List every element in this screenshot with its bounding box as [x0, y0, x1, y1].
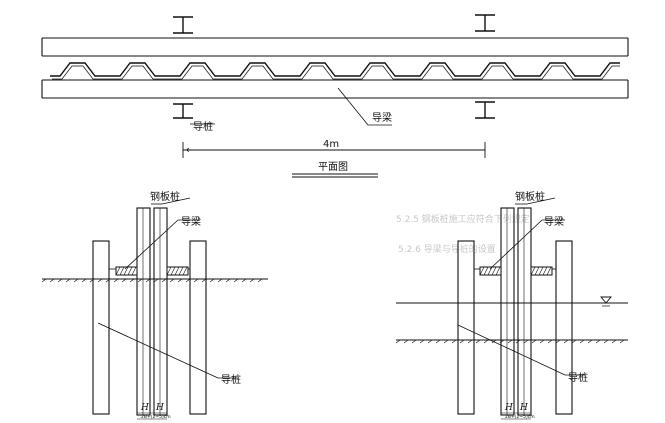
- guide-beam-section: [109, 266, 190, 276]
- guide-beam-section: [474, 266, 556, 276]
- sheet-pile-profile-inner: [52, 65, 620, 80]
- right-sheet-pile-label: 钢板桩: [515, 190, 545, 203]
- background-text: 5.2.5 钢板桩施工应符合下列规定 5.2.6 导梁与导桩的设置: [396, 213, 530, 255]
- right-width-label-h: H: [504, 403, 513, 413]
- sheet-pile: [136, 207, 151, 416]
- left-guide-pile-label: 导桩: [221, 373, 241, 386]
- guide-beam-upper: [41, 37, 629, 57]
- dimension-line: [182, 142, 486, 158]
- background-text-line: 5.2.6 导梁与导桩的设置: [398, 243, 496, 255]
- section-right: [395, 197, 628, 420]
- guide-pile-i-section: [173, 103, 193, 119]
- left-width-label-h: H: [140, 403, 149, 413]
- guide-pile-left: [457, 240, 475, 415]
- right-guide-beam-label: 导梁: [544, 215, 564, 228]
- background-text-line: 5.2.5 钢板桩施工应符合下列规定: [396, 213, 530, 225]
- plan-guide-beam-label: 导梁: [372, 111, 392, 124]
- ground-hatch: [41, 278, 263, 283]
- guide-beam-lower: [41, 79, 629, 99]
- plan-view: [41, 14, 629, 178]
- water-level-symbol: [600, 296, 612, 304]
- dimension-label: 4m: [323, 139, 339, 150]
- plan-caption: 平面图: [318, 161, 348, 173]
- right-guide-pile-label: 导桩: [568, 371, 588, 384]
- sheet-pile: [517, 207, 532, 416]
- guide-pile-i-section: [173, 16, 193, 34]
- left-guide-beam-label: 导梁: [181, 215, 201, 228]
- dimension-arrow-tip: ←: [186, 145, 194, 156]
- left-sheet-pile-label: 钢板桩: [150, 190, 180, 203]
- plan-guide-pile-label: 导桩: [193, 120, 213, 133]
- guide-pile-i-section: [475, 101, 495, 119]
- guide-pile-right: [189, 240, 207, 415]
- section-left: [41, 197, 268, 420]
- sheet-pile-profile: [50, 62, 620, 77]
- right-width-label-h: H: [519, 403, 528, 413]
- guide-pile-i-section: [475, 14, 495, 32]
- guide-pile-left: [92, 240, 110, 415]
- left-width-note: 2B+(2~5)cm: [141, 414, 171, 420]
- guide-pile-right: [555, 240, 573, 415]
- left-width-label-h: H: [155, 403, 164, 413]
- right-width-note: 2B+(2~5)cm: [505, 414, 535, 420]
- sheet-pile: [153, 207, 168, 416]
- sheet-pile: [500, 207, 515, 416]
- guide-beam-leader: [337, 87, 369, 126]
